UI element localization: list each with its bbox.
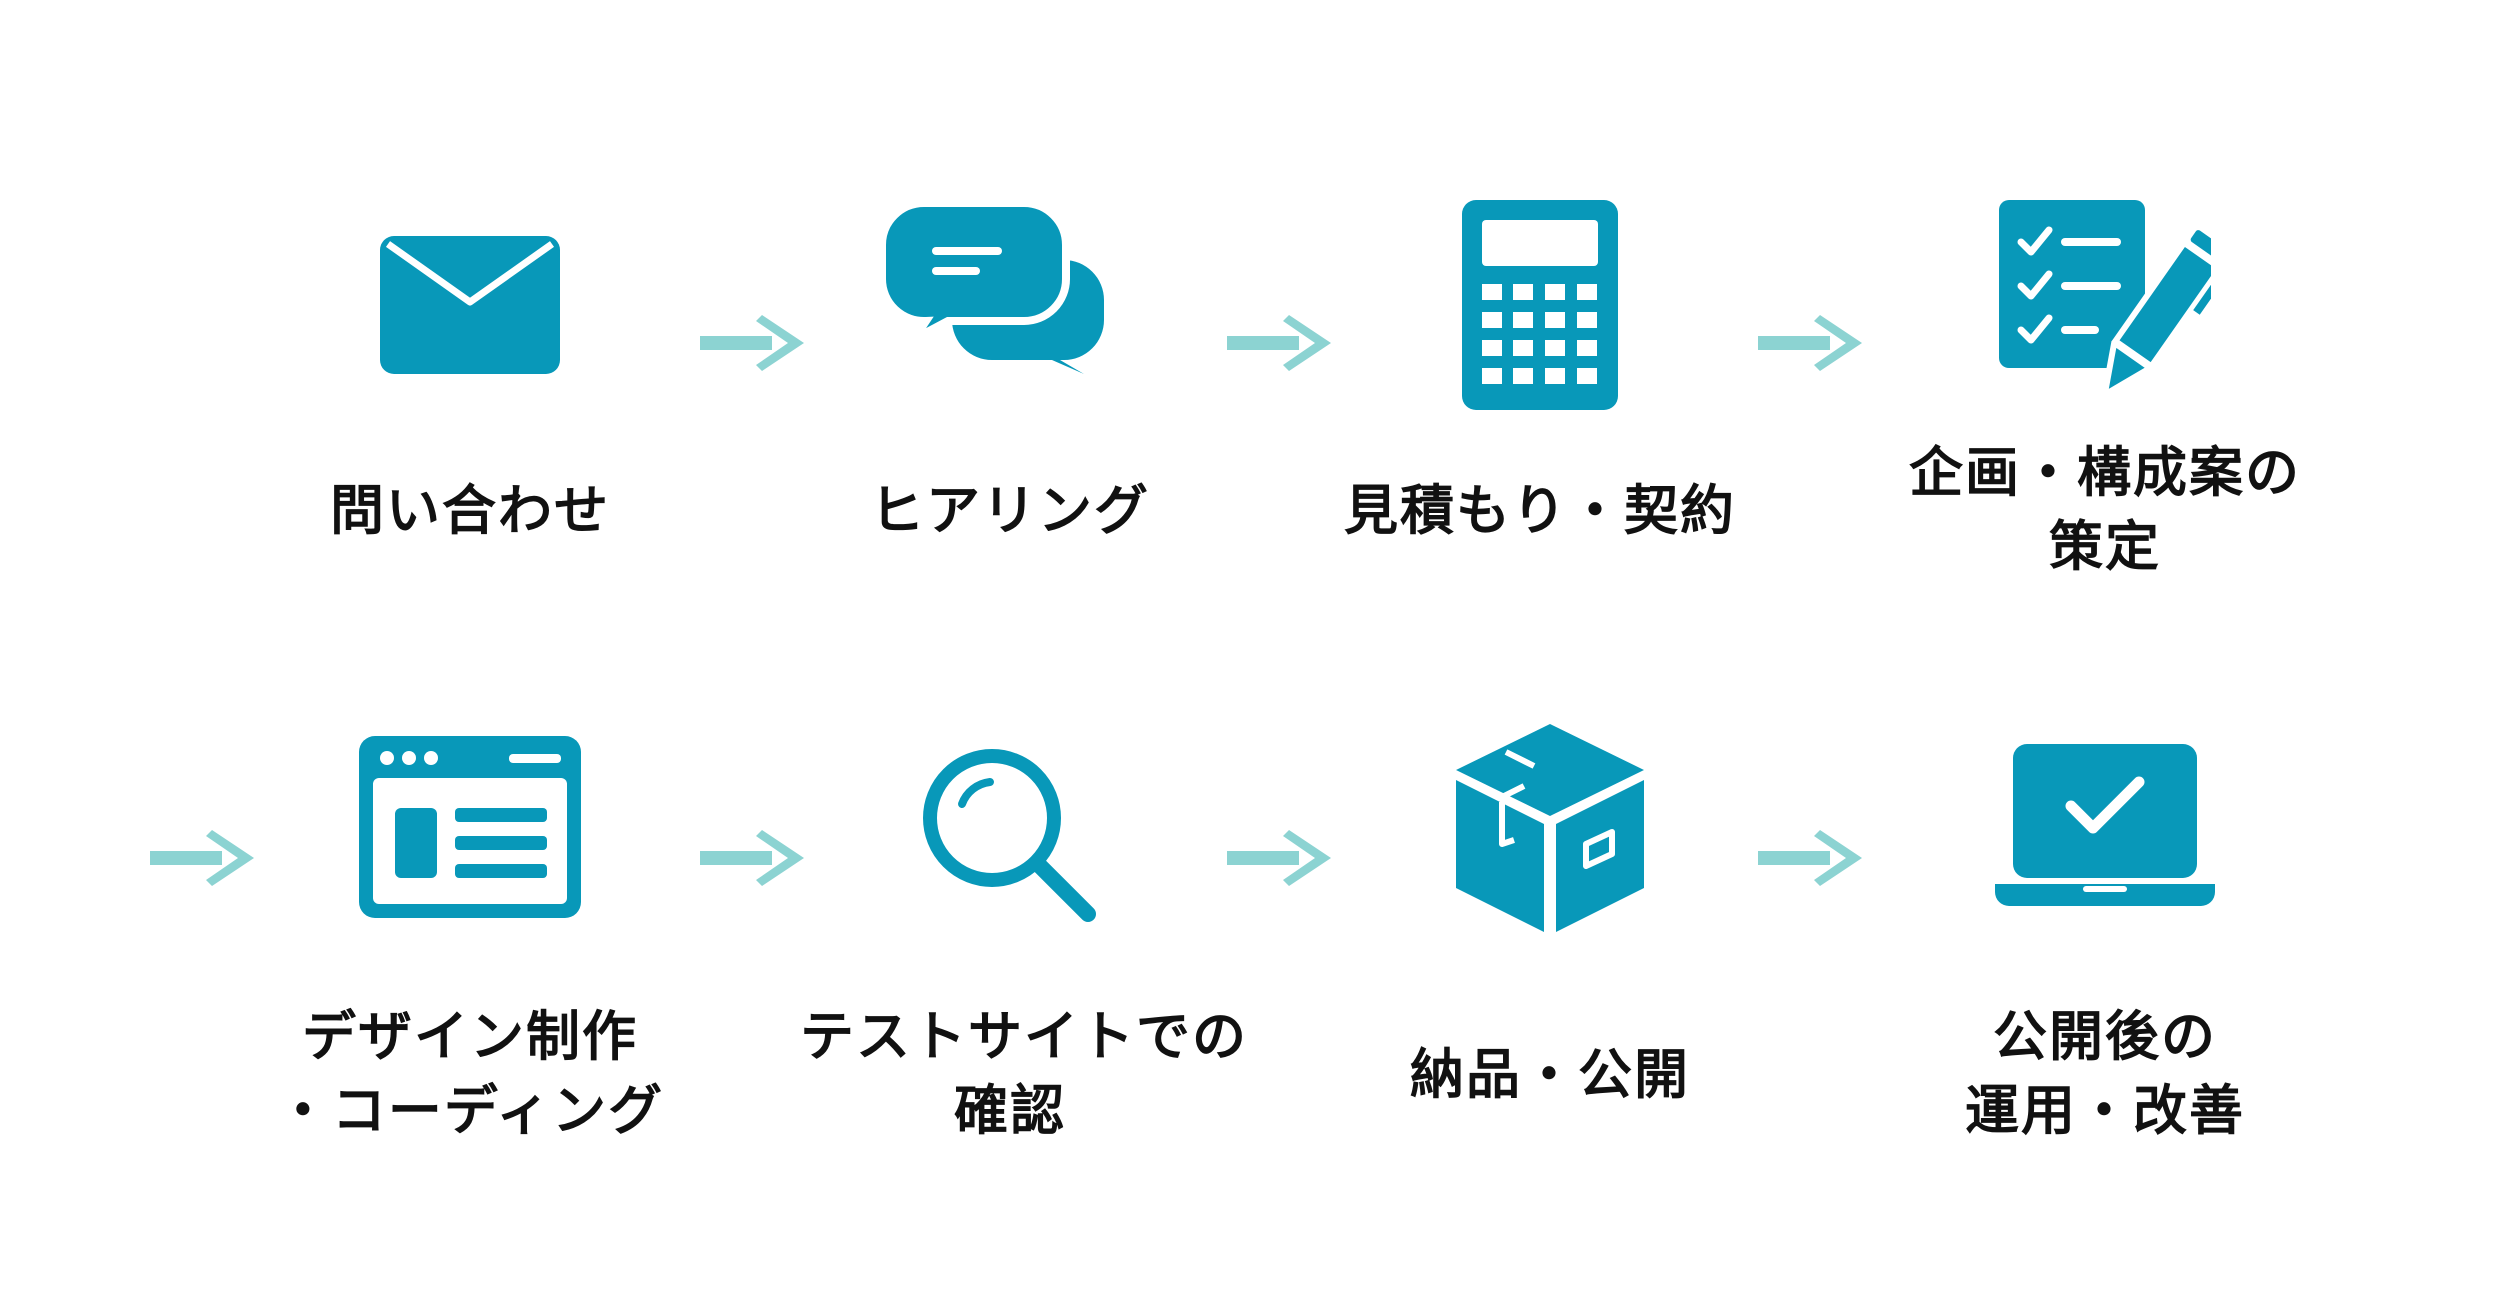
step-label: 見積もり・契約 [1344,479,1736,542]
step-label: 公開後の 運用・改善 [1965,1005,2245,1142]
checklist-pen-icon [1999,200,2211,410]
step-label: デザイン制作 ・コーディング [275,1005,665,1142]
step-label: テストサイトでの 確認 [800,1005,1248,1142]
step-label: ヒアリング [870,479,1150,542]
step-label: 納品・公開 [1410,1043,1690,1106]
flow-arrow [1227,828,1333,888]
flow-arrow [1227,313,1333,373]
package-box-icon [1454,724,1646,934]
magnifier-icon [920,746,1100,926]
envelope-icon [380,236,560,374]
laptop-check-icon [1995,744,2215,906]
flow-arrow [700,828,806,888]
browser-window-icon [359,736,581,918]
flow-arrow [150,828,256,888]
flow-arrow [1758,313,1864,373]
step-label: 問い合わせ [330,479,610,542]
step-label: 企画・構成案の 策定 [1909,441,2301,578]
flow-arrow [700,313,806,373]
calculator-icon [1462,200,1618,410]
chat-bubbles-icon [882,203,1138,375]
flow-arrow [1758,828,1864,888]
